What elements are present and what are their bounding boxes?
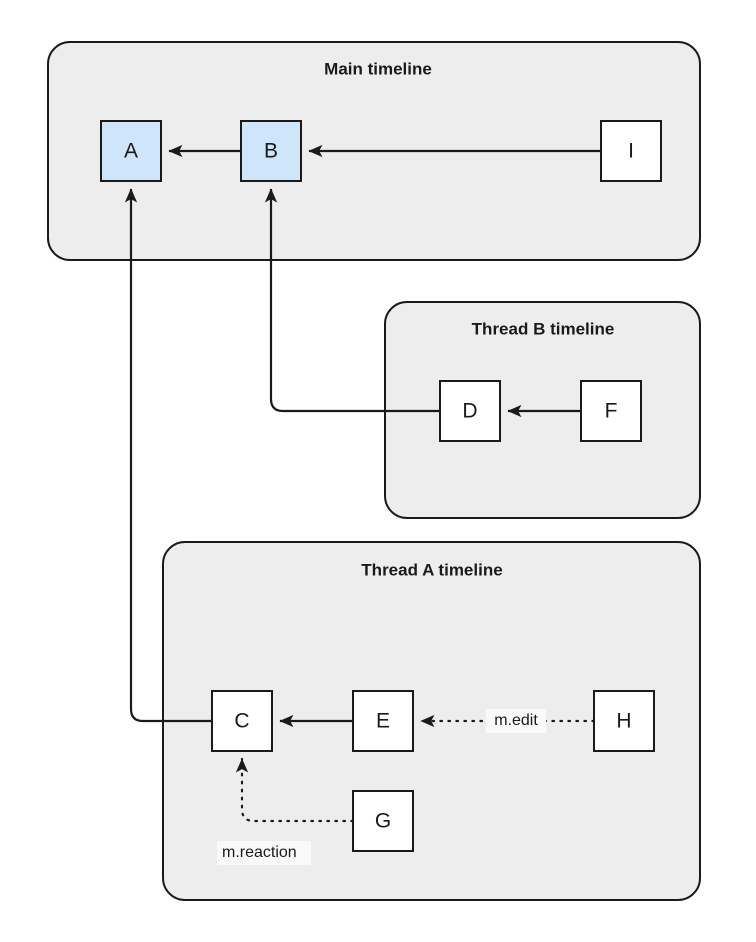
edge-label-g-c: m.reaction: [222, 844, 297, 861]
event-node-e[interactable]: E: [352, 690, 414, 752]
event-node-box: [211, 690, 273, 752]
event-node-box: [352, 790, 414, 852]
event-node-box: [240, 120, 302, 182]
event-node-label: I: [628, 140, 634, 163]
edge-c-to-a[interactable]: [124, 188, 212, 723]
edge-labels-layer: m.edit m.reaction: [217, 709, 547, 865]
edge-label-background: [485, 709, 547, 733]
event-node-label: E: [376, 710, 390, 733]
event-node-box: [580, 380, 642, 442]
event-node-f[interactable]: F: [580, 380, 642, 442]
event-node-label: D: [462, 400, 477, 423]
edges-layer: [124, 144, 601, 823]
event-node-b[interactable]: B: [240, 120, 302, 182]
event-node-label: G: [375, 810, 391, 833]
event-node-label: F: [605, 400, 618, 423]
timeline-group-title: Thread B timeline: [472, 319, 615, 338]
edge-label-h-e: m.edit: [494, 712, 538, 729]
event-node-label: B: [264, 140, 278, 163]
event-node-d[interactable]: D: [439, 380, 501, 442]
event-node-label: C: [234, 710, 249, 733]
event-node-i[interactable]: I: [600, 120, 662, 182]
timeline-group-title: Thread A timeline: [361, 560, 502, 579]
event-node-c[interactable]: C: [211, 690, 273, 752]
timeline-group-title: Main timeline: [324, 59, 432, 78]
event-nodes-layer: A B I D F C E H G: [100, 120, 662, 852]
event-node-box: [439, 380, 501, 442]
event-node-a[interactable]: A: [100, 120, 162, 182]
event-node-box: [352, 690, 414, 752]
event-node-box: [600, 120, 662, 182]
event-node-box: [100, 120, 162, 182]
edge-label-background: [217, 841, 311, 865]
event-node-label: H: [616, 710, 631, 733]
event-node-box: [593, 690, 655, 752]
edge-d-to-b[interactable]: [264, 188, 440, 413]
event-node-label: A: [124, 140, 138, 163]
event-node-h[interactable]: H: [593, 690, 655, 752]
event-node-g[interactable]: G: [352, 790, 414, 852]
